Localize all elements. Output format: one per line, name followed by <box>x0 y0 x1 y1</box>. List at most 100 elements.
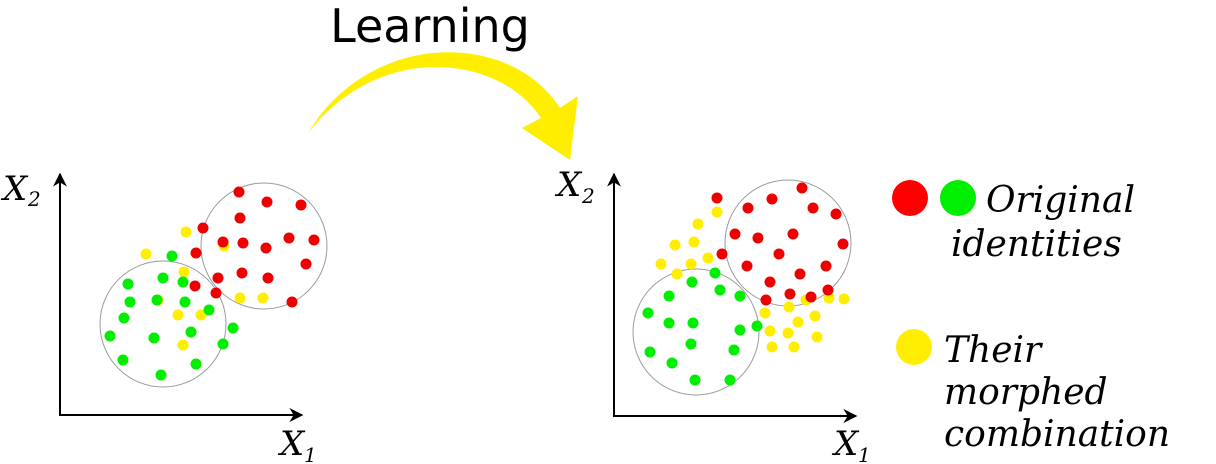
x-axis-sub-left: 1 <box>304 443 317 464</box>
red-point <box>766 193 778 205</box>
diagram-title: Learning <box>330 0 530 53</box>
yellow-point <box>685 258 697 270</box>
red-point <box>234 212 246 224</box>
green-point <box>166 250 178 262</box>
y-axis-sub-right: 2 <box>581 184 595 208</box>
green-point <box>177 276 189 288</box>
yellow-point <box>783 301 795 313</box>
panel-before: X 2 X 1 <box>0 169 328 464</box>
green-point <box>203 304 215 316</box>
cluster-circle-green-before <box>99 260 227 388</box>
red-point <box>773 248 785 260</box>
red-point <box>787 228 799 240</box>
red-point <box>308 234 320 246</box>
yellow-point <box>809 310 821 322</box>
yellow-point <box>234 292 246 304</box>
red-point <box>233 186 245 198</box>
red-point <box>237 237 249 249</box>
yellow-point <box>257 292 269 304</box>
green-point <box>118 312 130 324</box>
red-point <box>805 291 817 303</box>
green-point <box>686 276 698 288</box>
green-point <box>728 344 740 356</box>
red-point <box>212 272 224 284</box>
points-before <box>104 186 320 381</box>
yellow-point <box>811 331 823 343</box>
legend-swatch-green <box>940 180 976 216</box>
red-point <box>764 276 776 288</box>
green-point <box>685 338 697 350</box>
red-point <box>784 288 796 300</box>
yellow-point <box>178 266 190 278</box>
green-point <box>666 357 678 369</box>
green-point <box>151 294 163 306</box>
yellow-point <box>711 206 723 218</box>
red-point <box>794 268 806 280</box>
legend-swatch-red <box>892 180 928 216</box>
legend-original-line2: identities <box>951 224 1122 265</box>
red-point <box>260 242 272 254</box>
green-point <box>724 374 736 386</box>
red-point <box>716 248 728 260</box>
y-axis-sub-left: 2 <box>27 187 41 211</box>
y-axis-label-right: X <box>554 165 583 205</box>
legend-swatch-yellow <box>896 329 932 365</box>
yellow-point <box>688 236 700 248</box>
red-point <box>189 280 201 292</box>
red-point <box>283 232 295 244</box>
green-point <box>734 290 746 302</box>
points-after <box>642 182 850 386</box>
y-axis-label-left: X <box>0 169 29 209</box>
yellow-point <box>655 258 667 270</box>
yellow-point <box>692 218 704 230</box>
red-point <box>295 199 307 211</box>
legend-morphed-line1: Their <box>944 330 1043 371</box>
red-point <box>711 192 723 204</box>
yellow-point <box>671 268 683 280</box>
red-point <box>190 247 202 259</box>
green-point <box>185 326 197 338</box>
red-point <box>752 232 764 244</box>
x-axis-sub-right: 1 <box>858 443 871 464</box>
learning-arrow <box>308 52 578 160</box>
yellow-point <box>823 292 835 304</box>
green-point <box>190 358 202 370</box>
red-point <box>236 267 248 279</box>
legend: Original identities Their morphed combin… <box>892 180 1170 455</box>
yellow-point <box>702 252 714 264</box>
red-point <box>197 222 209 234</box>
red-point <box>830 208 842 220</box>
red-point <box>217 236 229 248</box>
red-point <box>729 228 741 240</box>
yellow-point <box>792 316 804 328</box>
green-point <box>117 354 129 366</box>
red-point <box>210 287 222 299</box>
yellow-point <box>759 307 771 319</box>
yellow-point <box>838 293 850 305</box>
yellow-point <box>764 325 776 337</box>
green-point <box>122 278 134 290</box>
red-point <box>760 294 772 306</box>
panel-after: X 2 X 1 <box>554 165 871 464</box>
yellow-point <box>669 239 681 251</box>
green-point <box>714 284 726 296</box>
legend-morphed-line3: combination <box>944 414 1170 455</box>
cluster-circle-green-after <box>632 268 760 396</box>
legend-morphed-line2: morphed <box>944 372 1108 413</box>
red-point <box>261 196 273 208</box>
yellow-point <box>140 248 152 260</box>
green-point <box>104 330 116 342</box>
yellow-point <box>177 339 189 351</box>
cluster-circle-red-before <box>200 182 328 310</box>
green-point <box>217 338 229 350</box>
green-point <box>642 307 654 319</box>
green-point <box>644 346 656 358</box>
yellow-point <box>180 226 192 238</box>
green-point <box>734 324 746 336</box>
yellow-point <box>195 309 207 321</box>
yellow-point <box>172 309 184 321</box>
red-point <box>822 284 834 296</box>
green-point <box>663 317 675 329</box>
green-point <box>227 322 239 334</box>
